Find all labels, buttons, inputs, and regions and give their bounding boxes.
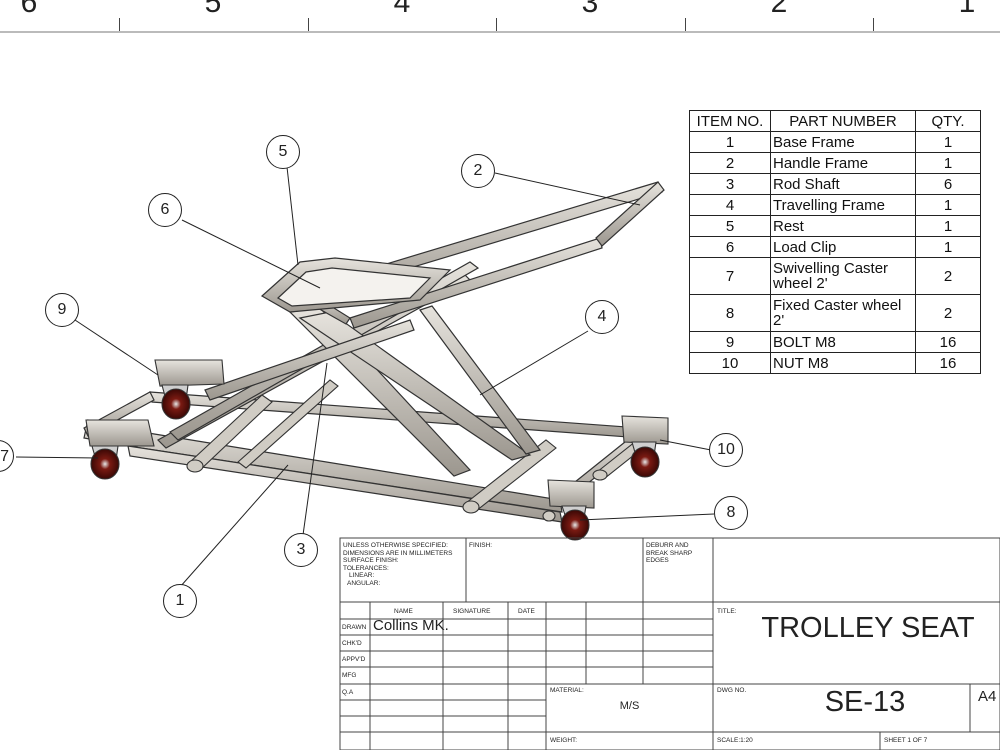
bom-qty: 16 (915, 352, 981, 374)
ruler-tick (496, 18, 497, 31)
zone-ruler: 6 5 4 3 2 1 (0, 0, 1000, 33)
caster-wheels (85, 359, 669, 541)
deburr-note: DEBURR AND BREAK SHARP EDGES (646, 542, 692, 565)
deburr-line: EDGES (646, 557, 669, 564)
notes-line: TOLERANCES: (343, 564, 389, 572)
notes-line: SURFACE FINISH: (343, 557, 399, 564)
balloon-3: 3 (284, 533, 318, 567)
col-signature-header: SIGNATURE (453, 608, 491, 615)
ruler-tick (873, 18, 874, 31)
sheet-size: A4 (978, 688, 997, 705)
balloon-10: 10 (709, 433, 743, 467)
bom-item: 10 (689, 352, 771, 374)
drawing-number: SE-13 (824, 686, 906, 718)
leader-lines (15, 166, 715, 588)
notes-line: ANGULAR: (347, 579, 381, 587)
zone-label: 4 (393, 0, 411, 19)
deburr-line: BREAK SHARP (646, 549, 693, 557)
title-label: TITLE: (717, 608, 737, 615)
ruler-tick (308, 18, 309, 31)
bom-part: Swivelling Caster wheel 2' (770, 257, 916, 295)
balloon-2: 2 (461, 154, 495, 188)
bom-item: 8 (689, 294, 771, 332)
bom-item: 7 (689, 257, 771, 295)
sheet-count: SHEET 1 OF 7 (884, 737, 928, 744)
weight-label: WEIGHT: (550, 737, 578, 744)
dwg-no-label: DWG NO. (717, 687, 747, 694)
zone-label: 1 (958, 0, 976, 19)
drawn-by-name: Collins MK. (373, 617, 449, 634)
balloon-8: 8 (714, 496, 748, 530)
balloon-6: 6 (148, 193, 182, 227)
balloon-5: 5 (266, 135, 300, 169)
notes-line: UNLESS OTHERWISE SPECIFIED: (343, 542, 448, 549)
ruler-tick (119, 18, 120, 31)
material-value: M/S (619, 700, 640, 712)
row-qa: Q.A (342, 689, 354, 696)
zone-label: 3 (581, 0, 599, 19)
bom-qty: 1 (915, 194, 981, 216)
bom-qty: 2 (915, 294, 981, 332)
col-date-header: DATE (518, 608, 535, 615)
ruler-line (0, 31, 1000, 33)
drawing-title: TROLLEY SEAT (761, 612, 975, 644)
bom-part: Fixed Caster wheel 2' (770, 294, 916, 332)
rod-shafts (186, 379, 659, 522)
zone-label: 2 (770, 0, 788, 19)
scale-label: SCALE:1:20 (717, 737, 753, 744)
balloon-1: 1 (163, 584, 197, 618)
bom-header: ITEM NO. PART NUMBER QTY. (689, 110, 981, 132)
row-mfg: MFG (342, 672, 357, 679)
balloon-9: 9 (45, 293, 79, 327)
deburr-line: DEBURR AND (646, 542, 689, 549)
rest (260, 257, 452, 313)
bom-header-qty: QTY. (915, 110, 981, 132)
bom-header-item: ITEM NO. (689, 110, 771, 132)
col-name-header: NAME (394, 608, 413, 615)
ruler-tick (685, 18, 686, 31)
material-label: MATERIAL: (550, 687, 584, 694)
bom-part: NUT M8 (770, 352, 916, 374)
bom-part: Load Clip (770, 236, 916, 258)
notes-line: LINEAR: (349, 572, 375, 579)
row-appvd: APPV'D (342, 656, 366, 663)
row-chkd: CHK'D (342, 640, 362, 647)
balloon-4: 4 (585, 300, 619, 334)
zone-label: 6 (20, 0, 38, 19)
zone-label: 5 (204, 0, 222, 19)
row-drawn: DRAWN (342, 624, 367, 631)
tolerance-notes: UNLESS OTHERWISE SPECIFIED: DIMENSIONS A… (343, 542, 452, 587)
notes-line: DIMENSIONS ARE IN MILLIMETERS (343, 549, 453, 557)
finish-label: FINISH: (469, 542, 493, 549)
